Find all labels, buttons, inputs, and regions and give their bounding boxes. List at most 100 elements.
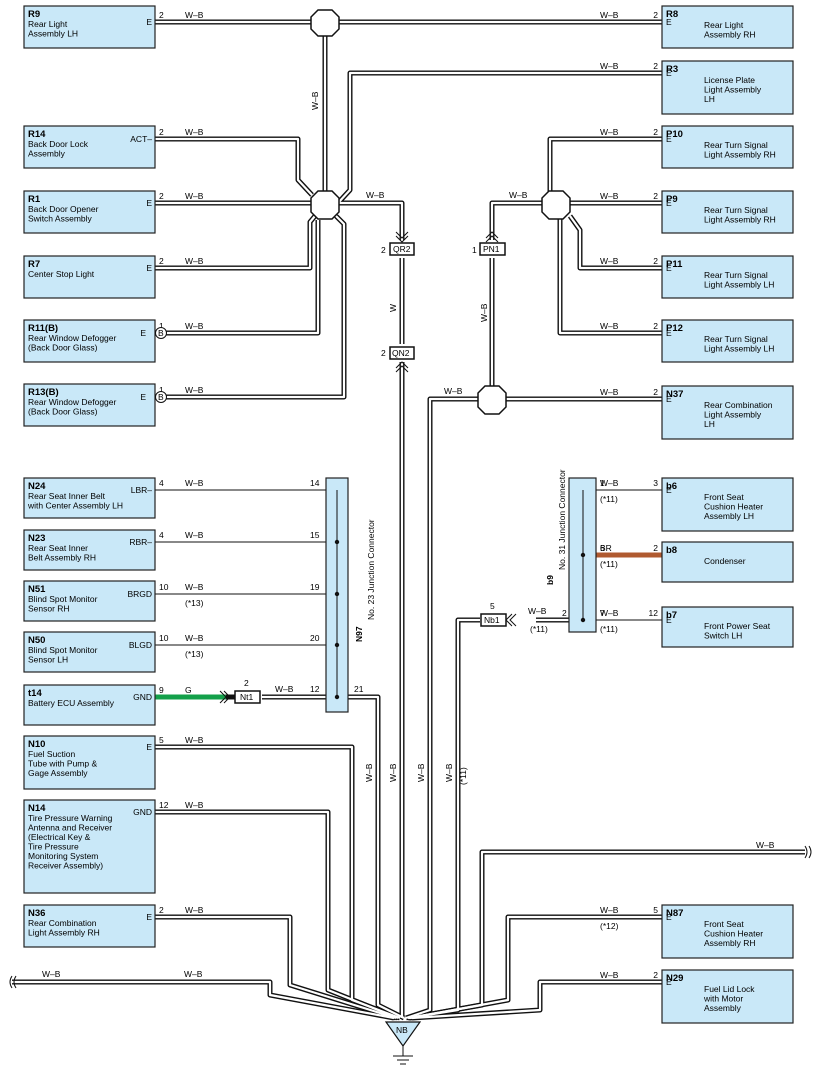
wire-color: W–B (185, 191, 204, 201)
connector-qr2-label: QR2 (393, 244, 411, 254)
pin-label: E (140, 392, 146, 402)
component-name-line: Receiver Assembly) (28, 861, 103, 871)
connector-nb1-label: Nb1 (484, 615, 500, 625)
pin-label: E (666, 198, 672, 208)
component-box (661, 255, 794, 299)
component-name-line: Tire Pressure Warning (28, 813, 113, 823)
wire-label-note11: (*11) (458, 767, 468, 785)
junction-n97-pin: 20 (310, 633, 320, 643)
pin-number: 12 (649, 608, 659, 618)
component-name-line: Assembly LH (28, 29, 78, 39)
wire-label-left-end-a: W–B (42, 969, 61, 979)
component-name-line: Light Assembly LH (704, 280, 774, 290)
component-code: R7 (28, 259, 40, 270)
component-box (661, 606, 794, 648)
pin-label: E (666, 615, 672, 625)
wire-color: W–B (600, 10, 619, 20)
component-code: N29 (666, 973, 683, 984)
ground-symbol: NB (384, 1021, 422, 1065)
connector-qr2-pin: 2 (381, 245, 386, 255)
component-name-line: Cushion Heater (704, 929, 763, 939)
pin-label: E (666, 977, 672, 987)
wire-color: W–B (185, 127, 204, 137)
pin-label: E (666, 263, 672, 273)
wire-label-w: W (388, 304, 398, 312)
component-name-line: Condenser (704, 556, 746, 566)
component-name-line: License Plate (704, 75, 755, 85)
pin-number: 2 (159, 256, 164, 266)
component-box (23, 383, 156, 427)
component-name-line: Sensor LH (28, 655, 68, 665)
pin-number: 2 (159, 905, 164, 915)
component-name-line: Light Assembly RH (704, 215, 776, 225)
junction-dots (334, 490, 586, 700)
component-code: N14 (28, 803, 46, 814)
component-name-line: Light Assembly RH (704, 150, 776, 160)
ground-label: NB (396, 1025, 408, 1035)
component-name-line: Fuel Lid Lock (704, 984, 755, 994)
pin-label: E (666, 68, 672, 78)
connector-pn1-pin: 1 (472, 245, 477, 255)
component-box (661, 477, 794, 532)
wire-color: W–B (185, 321, 204, 331)
connector-qn2-pin: 2 (381, 348, 386, 358)
wire-color: W–B (600, 127, 619, 137)
component-name-line: Assembly (704, 1003, 742, 1013)
pin-number: 1 (159, 321, 164, 331)
wire-color: BR (600, 543, 612, 553)
wire-label-s4-left: W–B (444, 386, 463, 396)
wire-color: W–B (600, 191, 619, 201)
junction-b9-pin: 6 (600, 543, 605, 553)
pin-number: 2 (653, 256, 658, 266)
component-code: R3 (666, 64, 678, 75)
component-name-line: Belt Assembly RH (28, 553, 96, 563)
wire-note: (*11) (600, 494, 618, 504)
junction-b9-pin: 1 (600, 478, 605, 488)
junction-b9-pin: 2 (562, 608, 567, 618)
connector-qn2-label: QN2 (392, 348, 410, 358)
component-code: N23 (28, 533, 45, 544)
component-box (23, 190, 156, 234)
component-name-line: Rear Turn Signal (704, 205, 768, 215)
wire-label-nb1-in: W–B (528, 606, 547, 616)
component-code: b8 (666, 545, 677, 556)
connector-pn1 (479, 242, 506, 256)
component-box (661, 60, 794, 115)
component-name-line: with Center Assembly LH (27, 501, 123, 511)
pin-label: LBR– (131, 485, 153, 495)
component-code: P12 (666, 323, 683, 334)
pin-label: E (146, 742, 152, 752)
wire-color: W–B (600, 970, 619, 980)
wire-color: W–B (185, 633, 204, 643)
component-box (23, 684, 156, 726)
junction-n97-pin: 15 (310, 530, 320, 540)
component-box (23, 580, 156, 622)
junction-n97-name: No. 23 Junction Connector (366, 519, 376, 620)
wire-note: (*11) (600, 624, 618, 634)
wire-color: W–B (600, 321, 619, 331)
pin-number: 2 (653, 321, 658, 331)
pin-number: 2 (653, 543, 658, 553)
component-code: R11(B) (28, 323, 58, 334)
component-name-line: Monitoring System (28, 851, 98, 861)
component-name-line: Antenna and Receiver (28, 823, 112, 833)
pin-label: BRGD (127, 589, 152, 599)
component-name-line: Switch Assembly (28, 214, 93, 224)
pin-number: 2 (653, 970, 658, 980)
pin-label: E (140, 328, 146, 338)
wire-harness (9, 19, 812, 1021)
component-r11: R11(B)Rear Window Defogger(Back Door Gla… (23, 319, 204, 363)
component-code: N87 (666, 908, 683, 919)
component-code: R1 (28, 194, 41, 205)
